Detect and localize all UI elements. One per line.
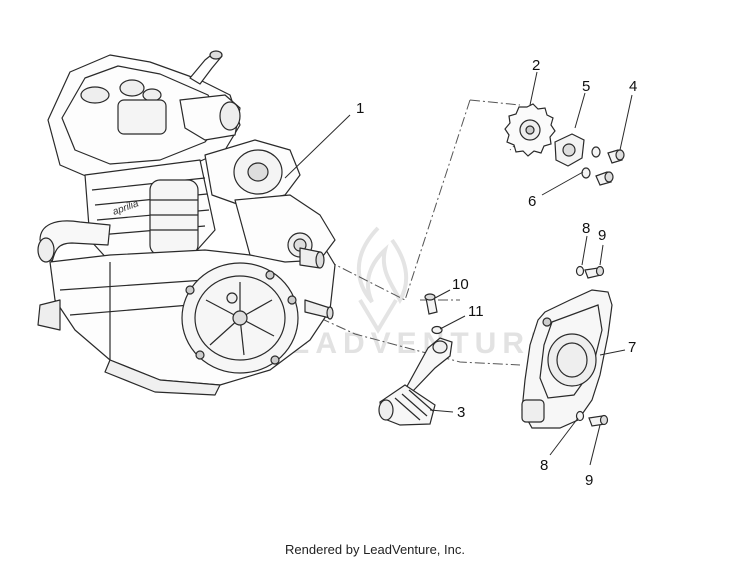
sprocket-bolt-upper[interactable] (591, 146, 625, 164)
gear-shift-lever[interactable] (378, 337, 453, 426)
callout-6: 6 (528, 193, 536, 210)
callout-5: 5 (582, 78, 590, 95)
callout-7: 7 (628, 339, 636, 356)
shift-lever-washer[interactable] (431, 325, 443, 335)
callout-2: 2 (532, 57, 540, 74)
callout-10: 10 (452, 276, 469, 293)
shift-lever-bolt[interactable] (424, 293, 438, 315)
sprocket-bolt-lower[interactable] (581, 167, 614, 186)
footer-credit: Rendered by LeadVenture, Inc. (285, 542, 465, 557)
callout-8-lower: 8 (540, 457, 548, 474)
callout-1: 1 (356, 100, 364, 117)
retainer-plate[interactable] (554, 133, 585, 167)
front-sprocket[interactable] (504, 103, 556, 157)
cover-bolt-upper[interactable] (575, 265, 605, 279)
shift-pedal-grip-ribs (394, 389, 434, 421)
engine-assembly[interactable]: aprilia (37, 50, 336, 396)
callout-3: 3 (457, 404, 465, 421)
callout-9-lower: 9 (585, 472, 593, 489)
callout-8-upper: 8 (582, 220, 590, 237)
sprocket-cover[interactable] (521, 289, 613, 429)
cover-bolt-lower[interactable] (575, 410, 609, 427)
watermark-flame-logo (356, 226, 409, 334)
callout-11: 11 (468, 303, 484, 320)
guide-lines (319, 99, 521, 366)
callout-9-upper: 9 (598, 227, 606, 244)
callout-labels: 1 2 5 4 6 8 9 7 8 9 10 11 3 (356, 57, 637, 489)
leader-lines (284, 71, 633, 466)
callout-4: 4 (629, 78, 637, 95)
